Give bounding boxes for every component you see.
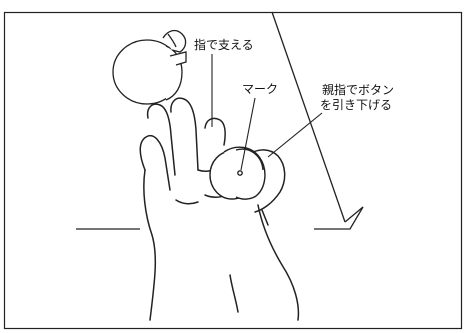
leader-thumb (267, 112, 323, 158)
label-mark: マーク (242, 82, 279, 96)
detached-button-knob (112, 29, 187, 105)
leader-lines (211, 54, 323, 171)
label-support-finger: 指で支える (194, 38, 254, 52)
label-thumb-line1: 親指でボタン (322, 83, 395, 97)
diagram-frame (3, 11, 463, 330)
device-edge-lines (76, 11, 364, 230)
label-thumb-line2: を引き下げる (320, 98, 393, 112)
held-button (209, 146, 266, 200)
label-thumb-pull: 親指でボタン を引き下げる (320, 83, 395, 112)
hand-outline (139, 97, 300, 321)
leader-mark (240, 97, 256, 171)
